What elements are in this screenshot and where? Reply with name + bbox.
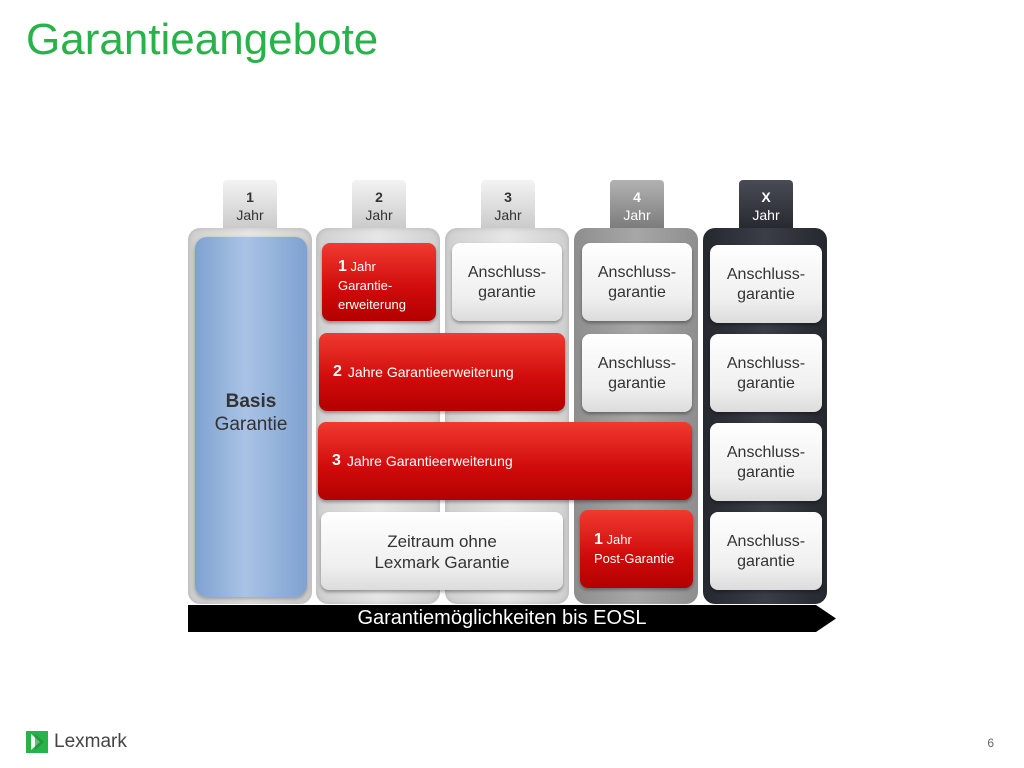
follow-up-line-2: garantie (478, 284, 536, 301)
column-tab-number: 3 (504, 189, 512, 205)
page-title: Garantieangebote (26, 15, 379, 64)
column-tab-year-4: 4 Jahr (610, 180, 664, 230)
page-number: 6 (987, 736, 994, 750)
extension-label: Jahre Garantieerweiterung (347, 364, 514, 380)
warranty-extension-2-years: 2 Jahre Garantieerweiterung (319, 333, 565, 411)
extension-label-2: erweiterung (338, 297, 406, 312)
post-warranty-number: 1 (594, 531, 603, 548)
follow-up-warranty-box: Anschluss- garantie (582, 334, 692, 412)
follow-up-line-2: garantie (737, 464, 795, 481)
basis-warranty-title: Basis (225, 391, 277, 412)
column-tab-unit: Jahr (494, 207, 522, 223)
column-tab-unit: Jahr (365, 207, 393, 223)
follow-up-line-2: garantie (737, 553, 795, 570)
follow-up-warranty-box: Anschluss- garantie (710, 512, 822, 590)
post-warranty-box: 1 Jahr Post-Garantie (580, 510, 693, 588)
follow-up-line-1: Anschluss- (726, 266, 806, 283)
lexmark-logo-icon (26, 731, 48, 753)
warranty-extension-1-year: 1 Jahr Garantie- erweiterung (322, 243, 436, 321)
follow-up-warranty-box: Anschluss- garantie (452, 243, 562, 321)
column-tab-number: 1 (246, 189, 254, 205)
follow-up-line-2: garantie (737, 286, 795, 303)
column-tab-year-3: 3 Jahr (481, 180, 535, 230)
follow-up-line-1: Anschluss- (726, 444, 806, 461)
eosl-banner-text: Garantiemöglichkeiten bis EOSL (357, 607, 647, 629)
column-tab-unit: Jahr (236, 207, 264, 223)
follow-up-line-1: Anschluss- (467, 264, 547, 281)
extension-unit: Jahr (350, 259, 376, 274)
eosl-banner-arrow: Garantiemöglichkeiten bis EOSL (188, 605, 836, 632)
no-warranty-period-box: Zeitraum ohne Lexmark Garantie (321, 512, 563, 590)
column-tab-number: 2 (375, 189, 383, 205)
follow-up-line-1: Anschluss- (726, 355, 806, 372)
column-tab-number: 4 (633, 189, 641, 205)
warranty-extension-3-years: 3 Jahre Garantieerweiterung (318, 422, 692, 500)
lexmark-logo-text: Lexmark (54, 731, 127, 752)
column-tab-number: X (761, 189, 771, 205)
column-tab-year-x: X Jahr (739, 180, 793, 230)
follow-up-line-1: Anschluss- (597, 264, 677, 281)
follow-up-line-2: garantie (608, 284, 666, 301)
extension-number: 2 (333, 363, 342, 380)
follow-up-line-1: Anschluss- (726, 533, 806, 550)
follow-up-warranty-box: Anschluss- garantie (582, 243, 692, 321)
column-tab-year-2: 2 Jahr (352, 180, 406, 230)
extension-number: 3 (332, 452, 341, 469)
no-warranty-line-1: Zeitraum ohne (387, 532, 497, 551)
extension-number: 1 (338, 258, 347, 275)
column-tab-unit: Jahr (623, 207, 651, 223)
lexmark-logo: Lexmark (26, 731, 127, 753)
column-tab-year-1: 1 Jahr (223, 180, 277, 230)
basis-warranty-subtitle: Garantie (214, 414, 288, 435)
follow-up-warranty-box: Anschluss- garantie (710, 245, 822, 323)
post-warranty-label: Post-Garantie (594, 551, 675, 566)
column-tab-unit: Jahr (752, 207, 780, 223)
basis-warranty-block: Basis Garantie (195, 237, 307, 597)
follow-up-line-1: Anschluss- (597, 355, 677, 372)
follow-up-line-2: garantie (608, 375, 666, 392)
no-warranty-line-2: Lexmark Garantie (374, 553, 510, 572)
follow-up-warranty-box: Anschluss- garantie (710, 334, 822, 412)
follow-up-warranty-box: Anschluss- garantie (710, 423, 822, 501)
extension-label: Jahre Garantieerweiterung (346, 453, 513, 469)
post-warranty-unit: Jahr (606, 532, 632, 547)
extension-label-1: Garantie- (338, 278, 393, 293)
follow-up-line-2: garantie (737, 375, 795, 392)
